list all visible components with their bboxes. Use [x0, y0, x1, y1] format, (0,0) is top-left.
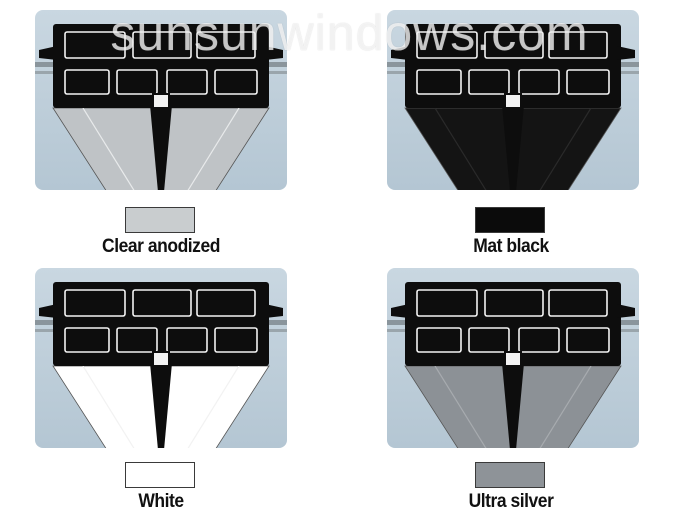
profile-chamber-outline: [132, 31, 192, 59]
thermal-break-wedge: [502, 363, 524, 448]
bevel-line-right: [187, 107, 240, 190]
gasket-right: [617, 304, 635, 318]
center-connector: [152, 351, 170, 367]
profile-image-white: [35, 268, 287, 448]
profile-chamber-outline: [166, 327, 208, 353]
profile-chamber-outline: [416, 327, 462, 353]
gasket-right: [617, 46, 635, 60]
bevel-line-right: [539, 365, 592, 448]
profile-image-clear-anodized: [35, 10, 287, 190]
profile-chamber-outline: [468, 69, 510, 95]
profile-cross-section-clear-anodized: [35, 24, 287, 190]
bevel-line-left: [434, 365, 487, 448]
gasket-right: [265, 304, 283, 318]
profile-chamber-outline: [196, 31, 256, 59]
caption-clear-anodized: Clear anodized: [102, 236, 220, 257]
gasket-left: [39, 46, 57, 60]
bevel-line-left: [82, 107, 135, 190]
center-connector: [504, 351, 522, 367]
caption-white: White: [138, 491, 184, 512]
center-connector: [152, 93, 170, 109]
bevel-line-left: [434, 107, 487, 190]
profile-cross-section-white: [35, 282, 287, 448]
profile-chamber-outline: [548, 31, 608, 59]
swatch-mat-black: [475, 207, 545, 233]
profile-image-mat-black: [387, 10, 639, 190]
swatch-ultra-silver: [475, 462, 545, 488]
profile-chamber-outline: [416, 31, 478, 59]
profile-chamber-outline: [566, 327, 610, 353]
profile-chamber-outline: [64, 31, 126, 59]
profile-chamber-outline: [116, 69, 158, 95]
profile-chamber-outline: [116, 327, 158, 353]
profile-chamber-outline: [548, 289, 608, 317]
profile-image-ultra-silver: [387, 268, 639, 448]
thermal-break-wedge: [150, 363, 172, 448]
caption-mat-black: Mat black: [473, 236, 549, 257]
gasket-right: [265, 46, 283, 60]
gasket-left: [39, 304, 57, 318]
gasket-left: [391, 304, 409, 318]
profile-chamber-outline: [518, 327, 560, 353]
profile-chamber-outline: [166, 69, 208, 95]
bevel-line-right: [187, 365, 240, 448]
thermal-break-wedge: [150, 105, 172, 190]
profile-chamber-outline: [64, 69, 110, 95]
profile-chamber-outline: [416, 69, 462, 95]
bevel-line-right: [539, 107, 592, 190]
center-connector: [504, 93, 522, 109]
profile-chamber-outline: [64, 289, 126, 317]
swatch-white: [125, 462, 195, 488]
swatch-clear-anodized: [125, 207, 195, 233]
profile-chamber-outline: [484, 289, 544, 317]
bevel-line-left: [82, 365, 135, 448]
profile-chamber-outline: [518, 69, 560, 95]
profile-cross-section-mat-black: [387, 24, 639, 190]
profile-chamber-outline: [468, 327, 510, 353]
profile-chamber-outline: [416, 289, 478, 317]
profile-chamber-outline: [214, 69, 258, 95]
gasket-left: [391, 46, 409, 60]
profile-chamber-outline: [132, 289, 192, 317]
thermal-break-wedge: [502, 105, 524, 190]
profile-chamber-outline: [214, 327, 258, 353]
profile-chamber-outline: [484, 31, 544, 59]
caption-ultra-silver: Ultra silver: [468, 491, 554, 512]
profile-chamber-outline: [64, 327, 110, 353]
profile-cross-section-ultra-silver: [387, 282, 639, 448]
profile-chamber-outline: [196, 289, 256, 317]
profile-chamber-outline: [566, 69, 610, 95]
